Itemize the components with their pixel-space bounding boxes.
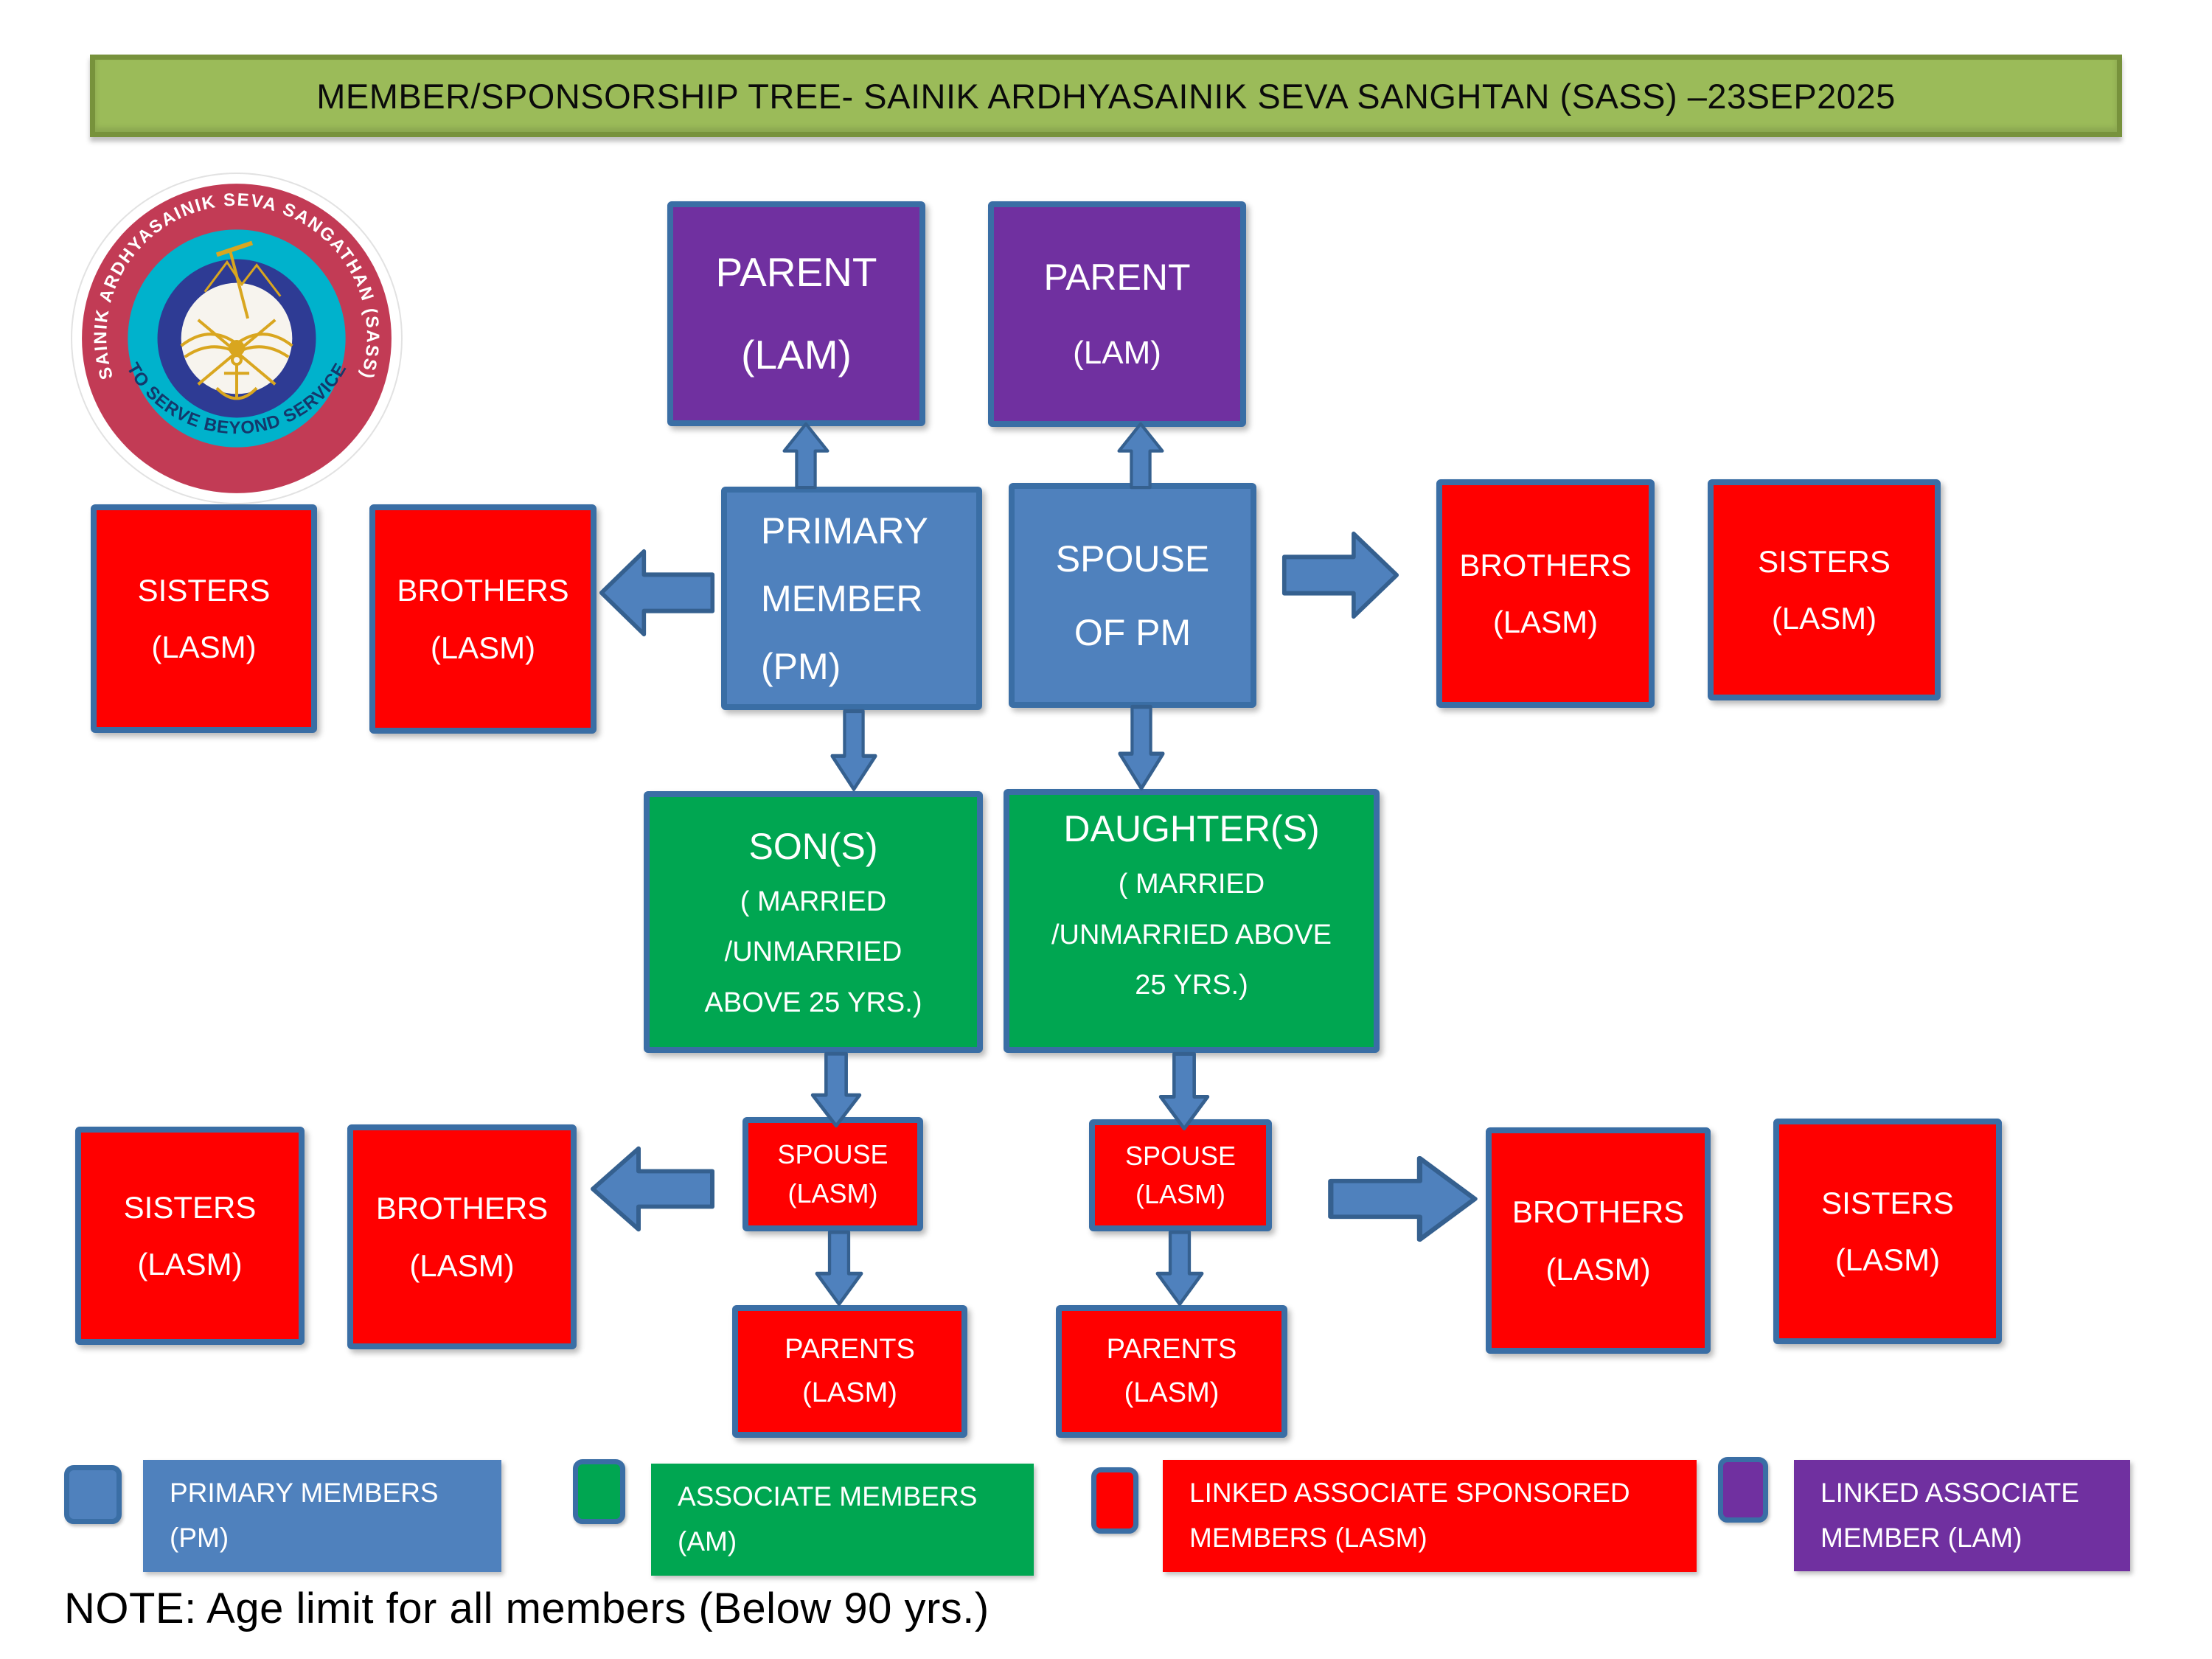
node-spouse-lasm-left: SPOUSE (LASM) [742, 1117, 923, 1231]
arrow-down-spouse-to-daughters-icon [1116, 704, 1167, 791]
legend-sublabel: (PM) [170, 1523, 229, 1553]
node-sublabel: (LASM) [1834, 1242, 1941, 1277]
node-sublabel: (LASM) [1124, 1377, 1220, 1408]
arrow-left-spouse-to-brothers-bottom-icon [590, 1143, 715, 1235]
node-sublabel: (LAM) [741, 331, 852, 378]
node-parent-lam-right: PARENT (LAM) [988, 201, 1246, 427]
node-label: PARENT [1043, 257, 1191, 299]
node-sublabel: /UNMARRIED [724, 936, 902, 968]
node-label: SPOUSE [1055, 538, 1210, 580]
legend-sublabel: (AM) [678, 1526, 737, 1557]
node-label: PRIMARY [761, 509, 928, 552]
legend-sublabel: MEMBERS (LASM) [1189, 1523, 1427, 1553]
node-sublabel: ( MARRIED [1118, 869, 1265, 900]
node-sisters-of-daughter-spouse: SISTERS (LASM) [1773, 1119, 2002, 1344]
node-label: SISTERS [137, 572, 271, 608]
node-brothers-of-daughter-spouse: BROTHERS (LASM) [1486, 1127, 1711, 1354]
legend-sublabel: MEMBER (LAM) [1820, 1522, 2023, 1553]
arrow-up-spouse-to-parent-icon [1115, 422, 1166, 490]
node-parents-lasm-left: PARENTS (LASM) [732, 1305, 967, 1438]
node-sublabel: (LASM) [802, 1377, 897, 1408]
legend-label: PRIMARY MEMBERS [170, 1478, 439, 1509]
legend-label: ASSOCIATE MEMBERS [678, 1481, 978, 1512]
node-sisters-of-pm: SISTERS (LASM) [91, 504, 317, 733]
arrow-left-pm-to-brothers-icon [599, 546, 715, 640]
node-sublabel: (LASM) [1771, 601, 1877, 636]
arrow-down-daughters-to-spouse-icon [1156, 1051, 1212, 1131]
node-label: SISTERS [1758, 543, 1891, 579]
arrow-down-spouse-to-parents-left-icon [813, 1230, 866, 1307]
node-sublabel: ABOVE 25 YRS.) [704, 987, 922, 1018]
arrow-right-spouse-to-brothers-icon [1281, 528, 1399, 622]
legend-swatch-primary [64, 1465, 122, 1524]
node-label: PARENTS [785, 1334, 915, 1366]
node-sublabel: ( MARRIED [740, 886, 887, 917]
node-label: OF PM [1074, 611, 1192, 653]
page-title: MEMBER/SPONSORSHIP TREE- SAINIK ARDHYASA… [316, 76, 1896, 116]
logo-badge-icon: SAINIK ARDHYASAINIK SEVA SANGATHAN (SASS… [71, 173, 403, 504]
legend-item-associate-members: ASSOCIATE MEMBERS (AM) [651, 1464, 1034, 1576]
node-spouse-lasm-right: SPOUSE (LASM) [1089, 1119, 1272, 1231]
legend-label: LINKED ASSOCIATE [1820, 1477, 2079, 1508]
node-parent-lam-left: PARENT (LAM) [667, 201, 925, 426]
age-limit-note: NOTE: Age limit for all members (Below 9… [64, 1585, 990, 1632]
node-sublabel: (LASM) [409, 1248, 515, 1283]
node-sublabel: 25 YRS.) [1135, 970, 1248, 1001]
node-spouse-of-pm: SPOUSE OF PM [1009, 483, 1256, 708]
node-label: BROTHERS [1512, 1194, 1685, 1230]
legend-item-primary-members: PRIMARY MEMBERS (PM) [143, 1460, 501, 1572]
node-label: PARENT [715, 248, 877, 295]
arrow-down-spouse-to-parents-right-icon [1153, 1230, 1206, 1307]
legend-item-lasm-members: LINKED ASSOCIATE SPONSORED MEMBERS (LASM… [1163, 1460, 1697, 1572]
node-sisters-of-son-spouse: SISTERS (LASM) [75, 1127, 305, 1345]
node-label: SPOUSE [777, 1139, 888, 1170]
legend-swatch-lam [1718, 1457, 1768, 1523]
node-label: BROTHERS [397, 573, 569, 608]
node-label: SISTERS [123, 1189, 257, 1225]
node-sublabel: (LASM) [1492, 605, 1599, 639]
node-sisters-of-spouse: SISTERS (LASM) [1708, 479, 1941, 700]
node-sublabel: (PM) [761, 645, 841, 687]
node-daughters: DAUGHTER(S) ( MARRIED /UNMARRIED ABOVE 2… [1004, 789, 1380, 1053]
node-label: BROTHERS [1459, 547, 1632, 582]
title-banner: MEMBER/SPONSORSHIP TREE- SAINIK ARDHYASA… [90, 55, 2122, 137]
node-primary-member: PRIMARY MEMBER (PM) [721, 487, 982, 710]
node-sublabel: (LASM) [137, 1247, 243, 1281]
arrow-down-sons-to-spouse-icon [808, 1051, 864, 1128]
node-sublabel: (LASM) [1135, 1179, 1225, 1209]
node-label: SISTERS [1821, 1185, 1954, 1220]
arrow-down-pm-to-sons-icon [828, 709, 880, 792]
node-label: BROTHERS [375, 1191, 549, 1226]
legend-item-lam-member: LINKED ASSOCIATE MEMBER (LAM) [1794, 1460, 2130, 1571]
arrow-up-pm-to-parent-icon [780, 422, 832, 490]
logo-emblem-icon [180, 240, 293, 400]
node-label: SPOUSE [1124, 1140, 1237, 1171]
node-sublabel: (LASM) [787, 1178, 878, 1208]
node-sublabel: (LASM) [151, 630, 257, 664]
arrow-right-spouse-to-brothers-bottom-icon [1327, 1152, 1478, 1245]
node-brothers-of-pm: BROTHERS (LASM) [369, 504, 597, 734]
node-sublabel: (LASM) [1545, 1251, 1651, 1287]
node-sublabel: (LASM) [430, 630, 536, 665]
node-brothers-of-spouse: BROTHERS (LASM) [1436, 479, 1655, 708]
node-sons: SON(S) ( MARRIED /UNMARRIED ABOVE 25 YRS… [644, 791, 983, 1053]
legend-swatch-associate [573, 1459, 625, 1524]
node-brothers-of-son-spouse: BROTHERS (LASM) [347, 1124, 577, 1349]
node-sublabel: /UNMARRIED ABOVE [1051, 919, 1332, 950]
legend-label: LINKED ASSOCIATE SPONSORED [1189, 1478, 1630, 1509]
node-label: PARENTS [1106, 1334, 1237, 1366]
node-label: MEMBER [761, 577, 923, 619]
node-parents-lasm-right: PARENTS (LASM) [1056, 1305, 1287, 1438]
legend-swatch-lasm [1091, 1467, 1138, 1534]
organisation-logo: SAINIK ARDHYASAINIK SEVA SANGATHAN (SASS… [70, 172, 403, 505]
node-label: SON(S) [748, 825, 878, 867]
node-sublabel: (LAM) [1073, 335, 1161, 372]
node-label: DAUGHTER(S) [1063, 808, 1320, 849]
